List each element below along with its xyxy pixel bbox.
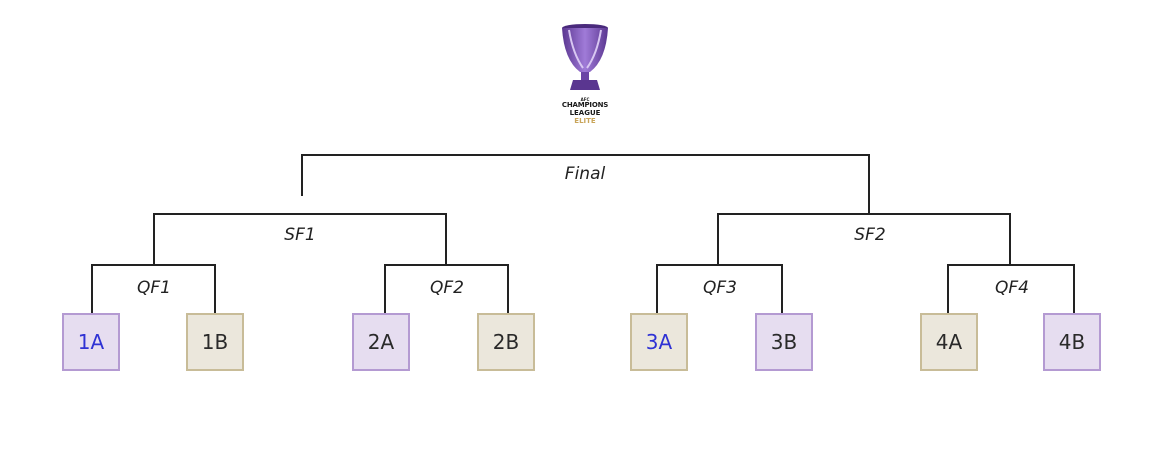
round-label-qf2: QF2 (430, 278, 464, 298)
round-label-qf4: QF4 (995, 278, 1029, 298)
team-box-1b: 1B (186, 313, 244, 371)
team-box-4a: 4A (920, 313, 978, 371)
round-label-qf1: QF1 (137, 278, 171, 298)
sf1-connector (153, 213, 447, 264)
qf4-connector (947, 264, 1075, 313)
qf1-connector (91, 264, 216, 313)
qf3-connector (656, 264, 783, 313)
team-box-2b: 2B (477, 313, 535, 371)
round-label-final: Final (564, 164, 606, 184)
round-label-sf1: SF1 (284, 225, 316, 245)
team-box-4b: 4B (1043, 313, 1101, 371)
logo-line-champions: CHAMPIONS (561, 101, 609, 109)
team-box-1a: 1A (62, 313, 120, 371)
final-connector (301, 154, 870, 214)
logo-line-elite: ELITE (574, 117, 596, 125)
sf2-connector (717, 213, 1011, 264)
qf2-connector (384, 264, 509, 313)
team-box-2a: 2A (352, 313, 410, 371)
logo-line-league: LEAGUE (569, 109, 601, 117)
team-box-3a: 3A (630, 313, 688, 371)
logo-line-afc: AFC (580, 97, 590, 102)
team-box-3b: 3B (755, 313, 813, 371)
afc-champions-league-elite-logo: AFC CHAMPIONS LEAGUE ELITE (545, 20, 625, 140)
trophy-icon (562, 24, 608, 90)
round-label-sf2: SF2 (854, 225, 886, 245)
round-label-qf3: QF3 (703, 278, 737, 298)
